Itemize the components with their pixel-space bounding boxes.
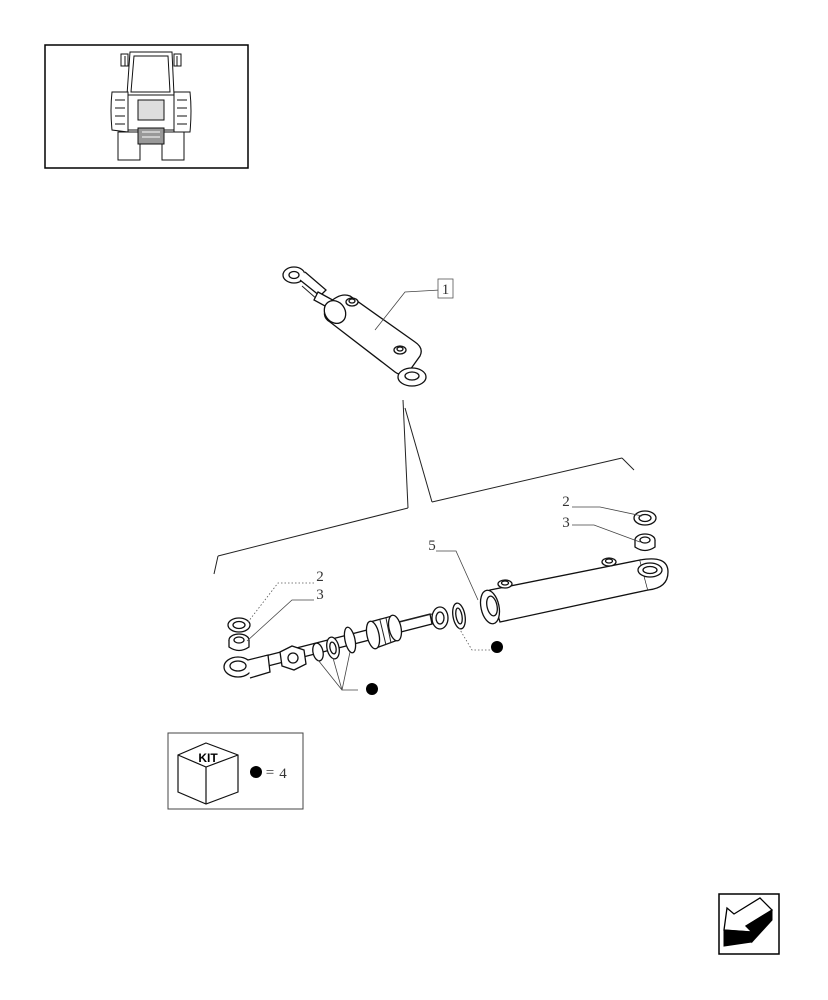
kit-dot-icon	[250, 766, 262, 778]
callout-left-3[interactable]: 3	[316, 587, 324, 603]
left-seal-ring[interactable]	[227, 617, 251, 633]
kit-dot-icon	[366, 683, 378, 695]
rod-seal[interactable]	[451, 602, 467, 630]
callout-left-2[interactable]: 2	[316, 569, 324, 585]
kit-label: KIT	[198, 751, 218, 765]
previous-page-arrow-icon	[723, 897, 774, 947]
kit-legend: KIT = 4	[167, 732, 304, 810]
kit-box-icon: KIT	[177, 742, 239, 805]
tractor-rear-view-icon	[110, 51, 192, 161]
piston[interactable]	[364, 614, 403, 650]
callout-right-2-leader	[572, 506, 643, 517]
callout-1-leader	[374, 289, 441, 331]
cylinder-barrel[interactable]	[478, 557, 669, 625]
callout-right-2[interactable]: 2	[562, 494, 570, 510]
kit-dot-icon	[491, 641, 503, 653]
tractor-thumbnail[interactable]	[44, 44, 249, 169]
kit-equals: =	[266, 765, 274, 781]
callout-left-3-leader	[246, 599, 314, 642]
right-seal-ring[interactable]	[633, 510, 657, 526]
rod-end-eye[interactable]	[223, 654, 271, 679]
previous-page-button[interactable]	[718, 893, 780, 955]
kit-marker-left-leader	[317, 651, 358, 691]
cylinder-assembly[interactable]	[282, 266, 427, 387]
callout-right-3[interactable]: 3	[562, 515, 570, 531]
explosion-bracket	[213, 399, 635, 575]
right-bushing[interactable]	[634, 533, 656, 552]
gland-nut[interactable]	[431, 606, 449, 630]
piston-o-ring-2[interactable]	[325, 636, 341, 660]
callout-5-leader	[436, 550, 479, 601]
left-bushing[interactable]	[228, 633, 250, 652]
piston-guide-ring[interactable]	[311, 642, 325, 662]
kit-number: 4	[279, 766, 287, 782]
callout-left-2-leader	[247, 582, 314, 623]
callout-1[interactable]: 1	[437, 278, 454, 299]
callout-5[interactable]: 5	[428, 538, 436, 554]
kit-marker-right-leader	[458, 627, 490, 651]
callout-right-3-leader	[572, 524, 641, 543]
piston-o-ring-1[interactable]	[342, 626, 357, 654]
lock-nut[interactable]	[279, 645, 307, 671]
callout-1-label: 1	[442, 282, 450, 298]
